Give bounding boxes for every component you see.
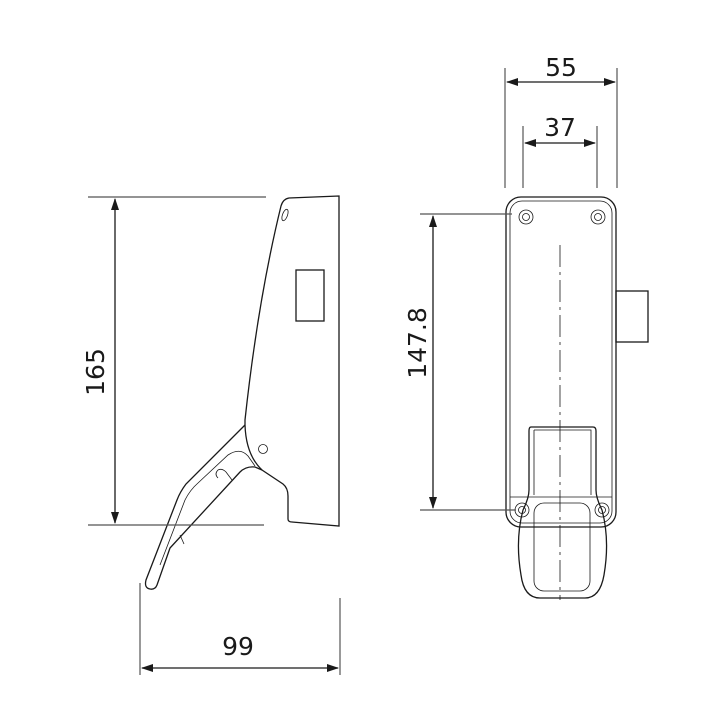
handle-inner-top [533, 429, 592, 495]
lever-notch [179, 534, 185, 545]
handle-outline [517, 426, 608, 599]
dim-label-55: 55 [545, 53, 577, 82]
top-slot [281, 208, 289, 222]
dim-label-37: 37 [544, 113, 576, 142]
dim-label-165: 165 [81, 348, 110, 396]
dim-label-99: 99 [222, 632, 254, 661]
lever-outline [144, 424, 263, 590]
latch-bolt [615, 290, 649, 343]
lever-slot [215, 468, 233, 481]
side-view [144, 195, 340, 590]
dimension-width-inner: 37 [522, 113, 598, 188]
front-view [505, 196, 649, 600]
dimension-width-outer: 55 [504, 53, 618, 188]
front-body-inner [509, 200, 613, 524]
dimension-hole-spacing: 147.8 [403, 213, 516, 511]
dimension-depth: 99 [139, 583, 341, 675]
side-window [295, 269, 325, 322]
dimension-height: 165 [81, 196, 266, 526]
side-body-outline [244, 195, 340, 527]
pivot-hole [258, 444, 268, 454]
handle-grip-pad [533, 502, 591, 592]
lever-inner-line [159, 450, 256, 566]
dim-label-147-8: 147.8 [403, 307, 432, 379]
front-body-outline [505, 196, 617, 528]
